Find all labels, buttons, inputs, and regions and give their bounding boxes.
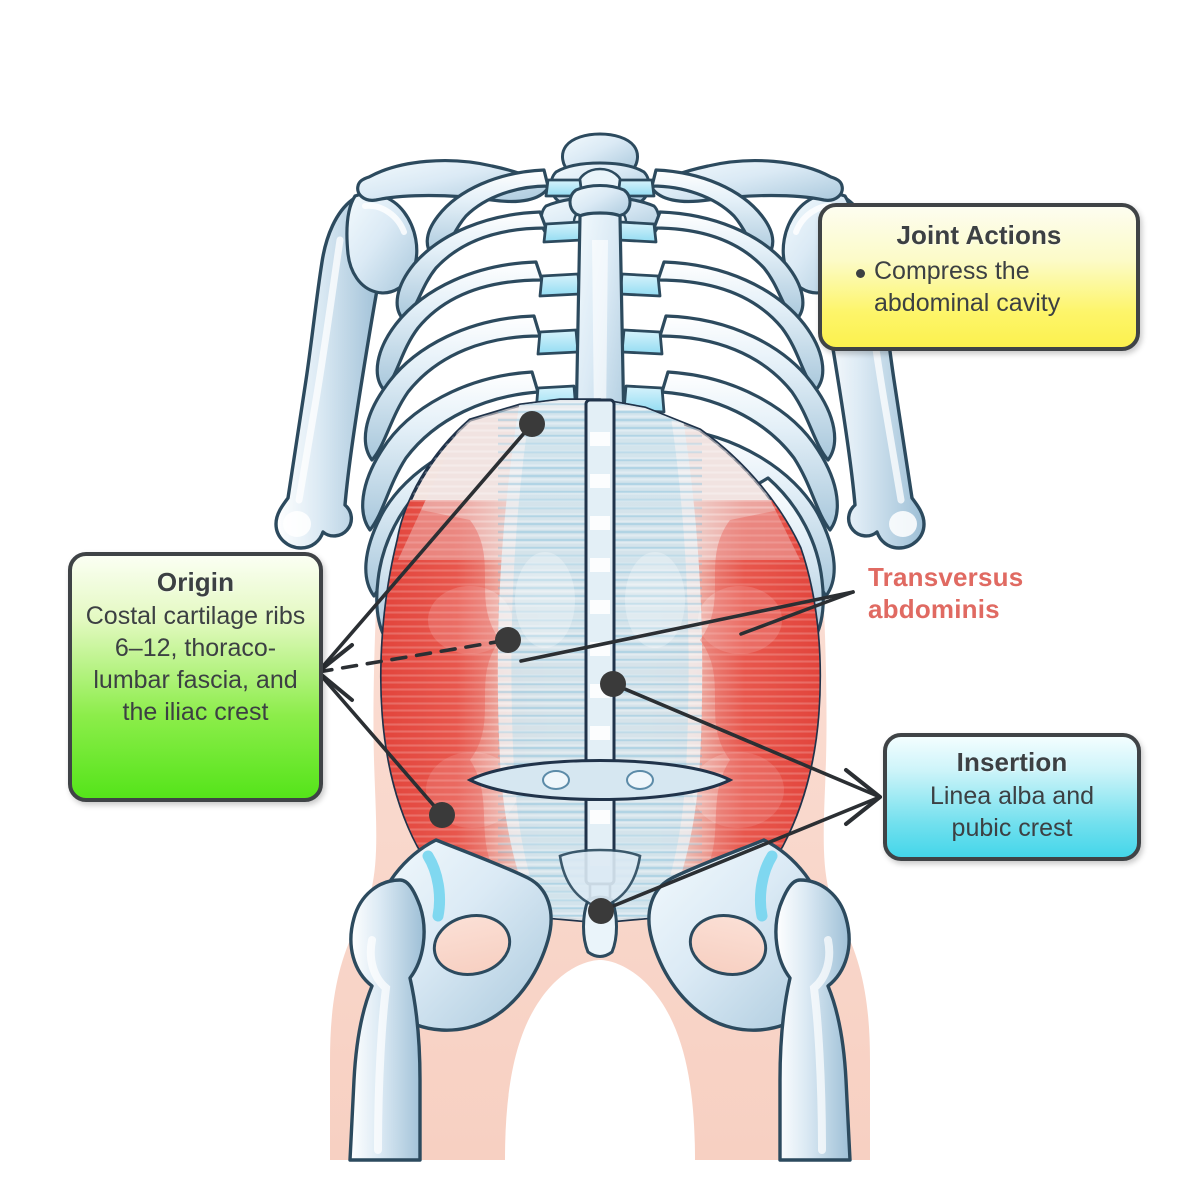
bullet-dot-icon (856, 269, 865, 279)
callout-insertion[interactable]: Insertion Linea alba and pubic crest (883, 733, 1141, 861)
joint-actions-title: Joint Actions (896, 220, 1062, 250)
origin-fascia-marker (495, 627, 521, 653)
origin-text: Costal cartilage ribs 6–12, thoraco-lumb… (85, 602, 306, 727)
humerus-left (274, 196, 385, 550)
leader-insertion-linea-alba (611, 682, 882, 799)
leader-origin-fascia (316, 638, 510, 674)
femur-right (774, 878, 852, 1162)
arcuate-line (466, 759, 734, 801)
insertion-title: Insertion (956, 747, 1068, 777)
leader-origin-iliac (316, 670, 444, 817)
arrowhead-origin (316, 643, 354, 702)
pelvis (348, 838, 852, 1162)
leader-muscle-label-b (739, 590, 855, 636)
origin-title: Origin (156, 567, 235, 597)
muscle-name-label: Transversus abdominis (868, 562, 1023, 625)
callout-origin[interactable]: Origin Costal cartilage ribs 6–12, thora… (68, 552, 323, 802)
callout-joint-actions[interactable]: Joint Actions Compress the abdominal cav… (818, 203, 1140, 351)
muscle-name-line2: abdominis (868, 593, 1000, 624)
leader-origin-costal (316, 422, 534, 674)
insertion-text: Linea alba and pubic crest (929, 782, 1095, 843)
insertion-linea-alba-marker (600, 671, 626, 697)
origin-iliac-marker (429, 802, 455, 828)
joint-actions-bullet-text: Compress the abdominal cavity (874, 257, 1061, 318)
arrowhead-insertion (844, 768, 882, 826)
insertion-pubic-crest-marker (588, 898, 614, 924)
leader-muscle-label-a (519, 590, 855, 663)
muscle-name-line1: Transversus (868, 562, 1024, 592)
femur-left (348, 878, 426, 1162)
origin-costal-marker (519, 411, 545, 437)
leader-insertion-pubic-crest (599, 795, 882, 913)
joint-actions-bullet: Compress the abdominal cavity (836, 255, 1122, 319)
marker-dots (429, 411, 626, 924)
